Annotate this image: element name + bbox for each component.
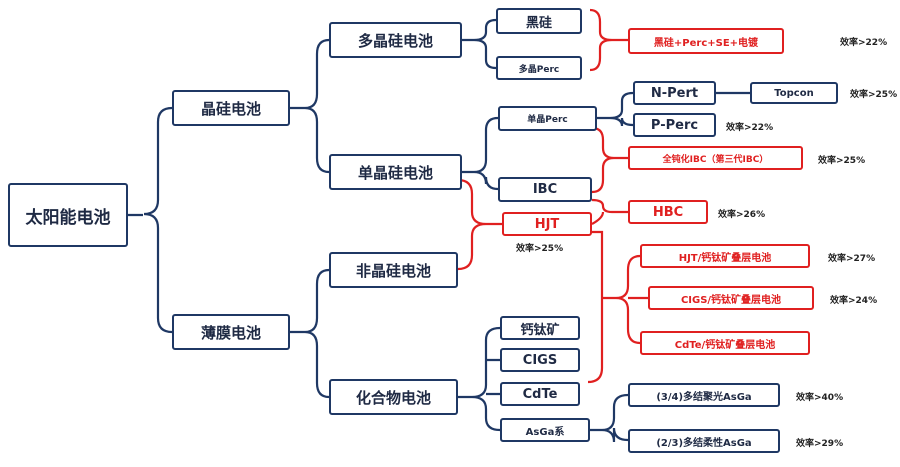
node-p-perc: P-Perc bbox=[633, 113, 716, 137]
node-black-si-combo: 黑硅+Perc+SE+电镀 bbox=[628, 28, 784, 54]
efficiency-asga-2-3: 效率>29% bbox=[796, 439, 844, 449]
efficiency-hjt-tandem: 效率>27% bbox=[828, 254, 876, 264]
node-hbc: HBC bbox=[628, 200, 708, 224]
node-cdte-tandem: CdTe/钙钛矿叠层电池 bbox=[640, 331, 810, 355]
node-asga-3-4: (3/4)多结聚光AsGa bbox=[628, 383, 780, 407]
connector-red-fullibc bbox=[591, 126, 628, 194]
node-root: 太阳能电池 bbox=[8, 183, 128, 247]
node-black-silicon: 黑硅 bbox=[496, 8, 582, 34]
connector-crystal bbox=[290, 38, 330, 174]
connector-thinfilm bbox=[290, 268, 330, 399]
node-topcon: Topcon bbox=[750, 82, 838, 104]
node-full-ibc: 全钝化IBC（第三代IBC） bbox=[628, 146, 803, 170]
efficiency-hjt: 效率>25% bbox=[516, 244, 564, 254]
node-n-pert: N-Pert bbox=[633, 81, 716, 105]
node-cigs: CIGS bbox=[500, 348, 580, 372]
node-poly-silicon: 多晶硅电池 bbox=[329, 22, 462, 58]
node-mono-perc: 单晶Perc bbox=[498, 106, 597, 131]
efficiency-cigs-tandem: 效率>24% bbox=[830, 296, 878, 306]
efficiency-p-perc: 效率>22% bbox=[726, 123, 774, 133]
node-perovskite: 钙钛矿 bbox=[500, 316, 580, 340]
connector-compound bbox=[458, 326, 501, 432]
connector-red-amorphous bbox=[457, 178, 502, 271]
efficiency-topcon: 效率>25% bbox=[850, 90, 898, 100]
node-amorphous-silicon: 非晶硅电池 bbox=[329, 252, 458, 288]
node-asga-2-3: (2/3)多结柔性AsGa bbox=[628, 429, 780, 453]
efficiency-black-si: 效率>22% bbox=[840, 38, 888, 48]
efficiency-full-ibc: 效率>25% bbox=[818, 156, 866, 166]
connector-mono-perc bbox=[597, 91, 634, 127]
connector-red-tandem bbox=[587, 230, 648, 384]
node-hjt-tandem: HJT/钙钛矿叠层电池 bbox=[640, 244, 810, 268]
connector-poly bbox=[462, 18, 497, 70]
efficiency-asga-3-4: 效率>40% bbox=[796, 393, 844, 403]
connector-red-blacksi bbox=[589, 8, 628, 72]
node-crystal-silicon: 晶硅电池 bbox=[172, 90, 290, 126]
node-mono-silicon: 单晶硅电池 bbox=[329, 154, 462, 190]
connector-red-hbc bbox=[591, 198, 628, 225]
node-cdte: CdTe bbox=[500, 382, 580, 406]
connector-root bbox=[128, 106, 173, 334]
node-thin-film: 薄膜电池 bbox=[172, 314, 290, 350]
node-hjt: HJT bbox=[502, 212, 592, 236]
node-ibc: IBC bbox=[498, 177, 592, 202]
efficiency-hbc: 效率>26% bbox=[718, 210, 766, 220]
node-asga: AsGa系 bbox=[500, 418, 590, 442]
node-cigs-tandem: CIGS/钙钛矿叠层电池 bbox=[648, 286, 814, 310]
connector-mono bbox=[462, 116, 499, 191]
connector-asga bbox=[590, 393, 629, 443]
node-compound: 化合物电池 bbox=[329, 379, 458, 415]
node-poly-perc: 多晶Perc bbox=[496, 56, 582, 80]
